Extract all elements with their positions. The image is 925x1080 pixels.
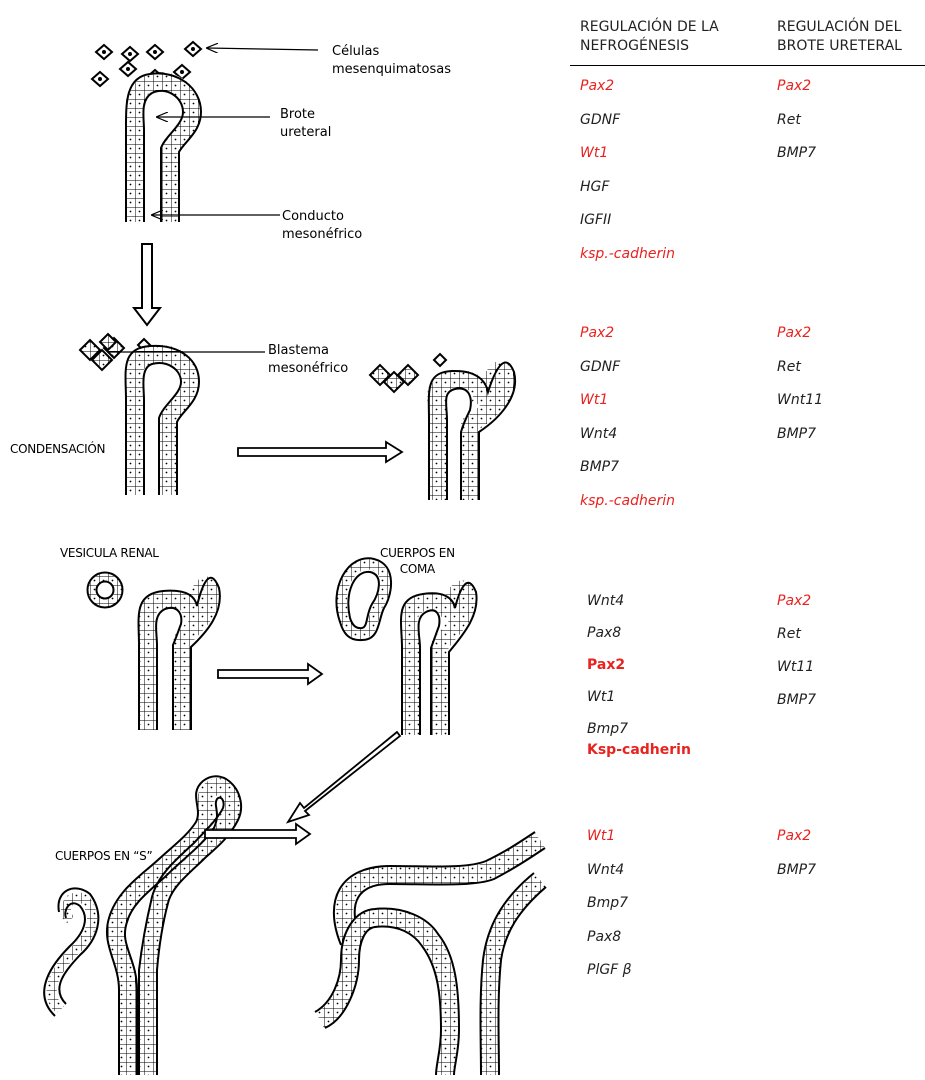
label-cuerpos-en-coma: CUERPOS EN COMA [380,545,455,577]
stage2-ureteric-bud [134,354,190,495]
gene-nefro-wt1: Wt1 [580,392,608,408]
gene-nefro-igfii: IGFII [580,212,611,228]
label-condensacion: CONDENSACIÓN [10,441,105,457]
gene-nefro-wnt4: Wnt4 [587,593,624,609]
gene-nefro-bmp7: Bmp7 [587,721,628,737]
gene-nefro-pax2: Pax2 [580,78,614,94]
gene-nefro-ksp-cadherin: ksp.-cadherin [580,493,675,509]
stage3-renal-vesicle [88,573,123,608]
gene-brote-bmp7: BMP7 [777,145,816,161]
label-celulas-mesenquimatosas: Células mesenquimatosas [332,43,451,79]
gene-nefro-wnt4: Wnt4 [580,426,617,442]
gene-nefro-pax8: Pax8 [587,625,621,641]
gene-nefro-ksp-cadherin: Ksp-cadherin [587,742,691,758]
gene-nefro-pax2: Pax2 [587,657,625,673]
gene-brote-wnt11: Wnt11 [777,392,823,408]
gene-brote-ret: Ret [777,359,801,375]
diagonal-arrow-icon [288,732,400,822]
label-brote-ureteral: Brote ureteral [280,106,331,142]
header-rule [570,65,925,66]
gene-brote-wt11: Wt11 [777,659,814,675]
right-arrow-icon [218,664,322,684]
gene-brote-ret: Ret [777,626,801,642]
gene-nefro-gdnf: GDNF [580,112,620,128]
gene-nefro-bmp7: Bmp7 [587,895,628,911]
gene-nefro-pax2: Pax2 [580,325,614,341]
gene-nefro-wt1: Wt1 [580,145,608,161]
gene-nefro-gdnf: GDNF [580,359,620,375]
gene-brote-bmp7: BMP7 [777,426,816,442]
gene-brote-bmp7: BMP7 [777,862,816,878]
gene-brote-pax2: Pax2 [777,78,811,94]
down-arrow-icon [134,244,160,325]
gene-nefro-bmp7: BMP7 [580,459,619,475]
gene-brote-pax2: Pax2 [777,593,811,609]
gene-nefro-hgf: HGF [580,179,609,195]
gene-brote-pax2: Pax2 [777,325,811,341]
gene-nefro-wt1: Wt1 [587,689,615,705]
stage4-s-body [52,897,92,1010]
right-arrow-icon [238,442,402,462]
label-cuerpos-en-s: CUERPOS EN “S” [55,848,152,864]
gene-brote-bmp7: BMP7 [777,692,816,708]
stage4b-branch [490,880,541,1075]
gene-brote-ret: Ret [777,112,801,128]
label-blastema-mesonefrico: Blastema mesonéfrico [268,342,348,378]
header-nefrogenesis: REGULACIÓN DE LA NEFROGÉNESIS [580,18,719,56]
gene-nefro-ksp-cadherin: ksp.-cadherin [580,246,675,262]
gene-nefro-plgf-: PlGF β [587,962,632,978]
label-vesicula-renal: VESICULA RENAL [60,545,159,561]
label-conducto-mesonefrico: Conducto mesonéfrico [282,208,362,244]
gene-brote-pax2: Pax2 [777,828,811,844]
gene-nefro-wnt4: Wnt4 [587,862,624,878]
stage3b-ureteric-bud [409,589,467,735]
gene-nefro-pax8: Pax8 [587,929,621,945]
header-brote-ureteral: REGULACIÓN DEL BROTE URETERAL [777,18,902,56]
gene-nefro-wt1: Wt1 [587,828,615,844]
